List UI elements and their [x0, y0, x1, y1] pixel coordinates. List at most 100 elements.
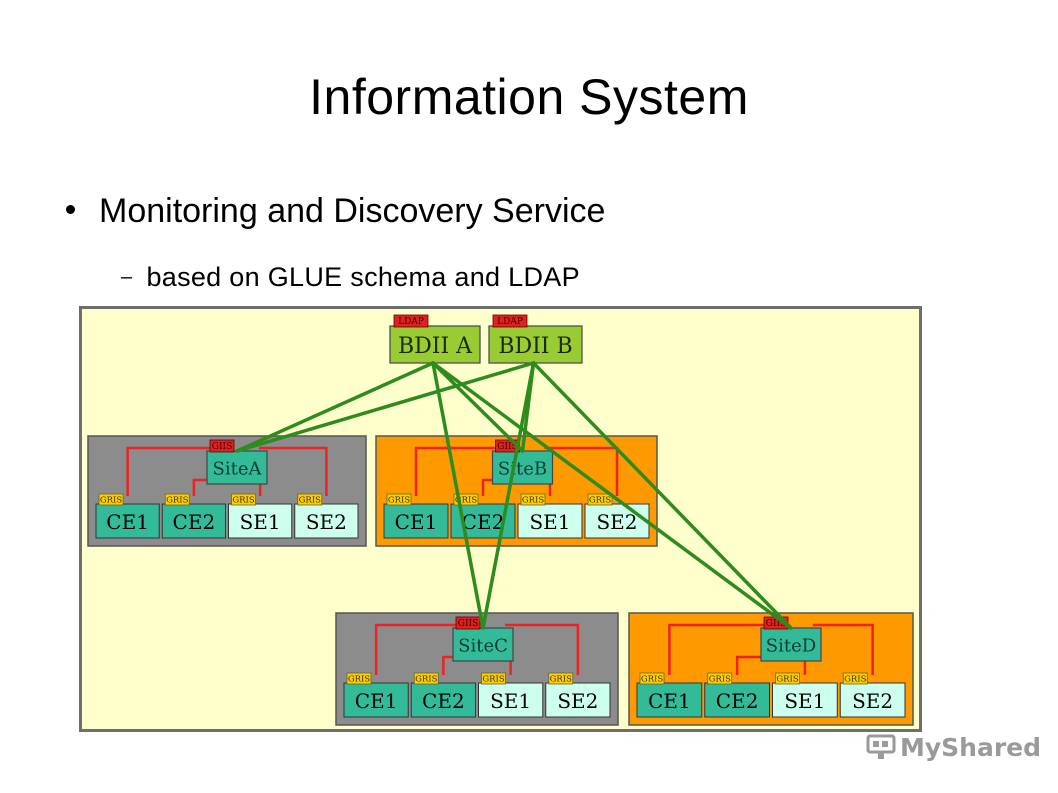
giis-box — [452, 627, 514, 662]
green-link-bdiib-site3 — [481, 361, 536, 630]
green-link-bdiib-site4 — [531, 361, 793, 630]
gris-tag-label: GRIS — [709, 675, 732, 685]
red-link — [505, 623, 580, 675]
dash-icon: – — [121, 266, 133, 288]
sub-bullet-item: –based on GLUE schema and LDAP — [121, 262, 580, 293]
gris-tag-label: GRIS — [388, 496, 411, 506]
gris-tag — [842, 672, 868, 685]
resource-box — [383, 503, 449, 539]
gris-tag-label: GRIS — [100, 496, 123, 506]
resource-label: SE1 — [784, 689, 825, 713]
resource-label: SE1 — [490, 689, 531, 713]
giis-label: SiteB — [498, 459, 547, 480]
gris-tag — [386, 493, 412, 506]
resource-label: CE2 — [173, 510, 216, 534]
resource-label: CE2 — [422, 689, 465, 713]
giis-tag — [455, 616, 481, 630]
gris-tag-label: GRIS — [776, 675, 799, 685]
gris-tag-label: GRIS — [522, 496, 545, 506]
gris-tag — [413, 672, 439, 685]
bdii-links-layer — [235, 361, 793, 630]
red-link — [259, 446, 328, 496]
sites-layer: SiteAGIISCE1GRISCE2GRISSE1GRISSE2GRISSit… — [87, 435, 914, 726]
ldap-tag-label: LDAP — [398, 317, 424, 327]
bullet-item: Monitoring and Discovery Service — [66, 192, 605, 231]
bdii-node-a: BDII A LDAP — [389, 314, 481, 364]
gris-tag — [164, 493, 190, 506]
red-link — [126, 446, 215, 496]
resource-ce2: CE2 GRIS — [704, 672, 770, 718]
gris-tag-label: GRIS — [589, 496, 612, 506]
resource-label: CE1 — [648, 689, 691, 713]
red-link — [813, 623, 874, 675]
resource-label: SE2 — [852, 689, 893, 713]
resource-box — [294, 503, 359, 539]
gris-tag — [548, 672, 574, 685]
ldap-tag — [492, 314, 528, 328]
red-link — [414, 446, 501, 496]
giis-label: SiteC — [458, 636, 508, 657]
resource-box — [636, 682, 703, 718]
red-link — [668, 623, 769, 675]
gris-tag-label: GRIS — [299, 496, 322, 506]
resource-box — [228, 503, 293, 539]
giis-box — [760, 627, 822, 662]
gris-tag — [231, 493, 256, 506]
gris-tag — [453, 493, 479, 506]
gris-tag — [98, 493, 124, 506]
giis-tag-label: GIIS — [766, 619, 786, 629]
gris-tag-label: GRIS — [641, 675, 664, 685]
watermark-text: MyShared — [900, 732, 1042, 762]
resource-ce2: CE2 GRIS — [161, 493, 226, 539]
green-link-bdiib-site1 — [235, 361, 536, 453]
green-link-bdiia-site2 — [431, 361, 525, 453]
resource-box — [772, 682, 838, 718]
red-link — [374, 623, 461, 675]
gris-tag — [346, 672, 372, 685]
gris-tag-label: GRIS — [455, 496, 478, 506]
gris-tag — [587, 493, 613, 506]
green-link-bdiia-site3 — [431, 361, 485, 630]
resource-se2: SE2 GRIS — [584, 493, 650, 539]
gris-tag — [520, 493, 546, 506]
giis-label: SiteD — [766, 636, 816, 657]
gris-tag — [481, 672, 506, 685]
giis-label: SiteA — [213, 459, 263, 480]
gris-tag-label: GRIS — [550, 675, 573, 685]
resource-box — [704, 682, 770, 718]
resource-box — [161, 503, 226, 539]
myshared-logo-icon — [866, 734, 896, 759]
bullet-dot-icon — [66, 204, 75, 214]
resource-label: SE2 — [596, 510, 637, 534]
ldap-tag — [393, 314, 429, 328]
gris-tag-label: GRIS — [348, 675, 371, 685]
bullet-text: Monitoring and Discovery Service — [99, 192, 606, 230]
bdii-box — [488, 325, 583, 364]
resource-box — [839, 682, 906, 718]
resource-box — [545, 682, 611, 718]
diagram-canvas: SiteAGIISCE1GRISCE2GRISSE1GRISSE2GRISSit… — [79, 306, 922, 732]
resource-box — [410, 682, 476, 718]
green-link-bdiia-site4 — [431, 361, 793, 630]
watermark: MyShared — [866, 730, 1041, 764]
resource-label: CE2 — [716, 689, 759, 713]
bdii-label: BDII A — [398, 334, 473, 359]
gris-tag-label: GRIS — [166, 496, 189, 506]
giis-tag — [209, 439, 235, 453]
resource-box — [95, 503, 160, 539]
